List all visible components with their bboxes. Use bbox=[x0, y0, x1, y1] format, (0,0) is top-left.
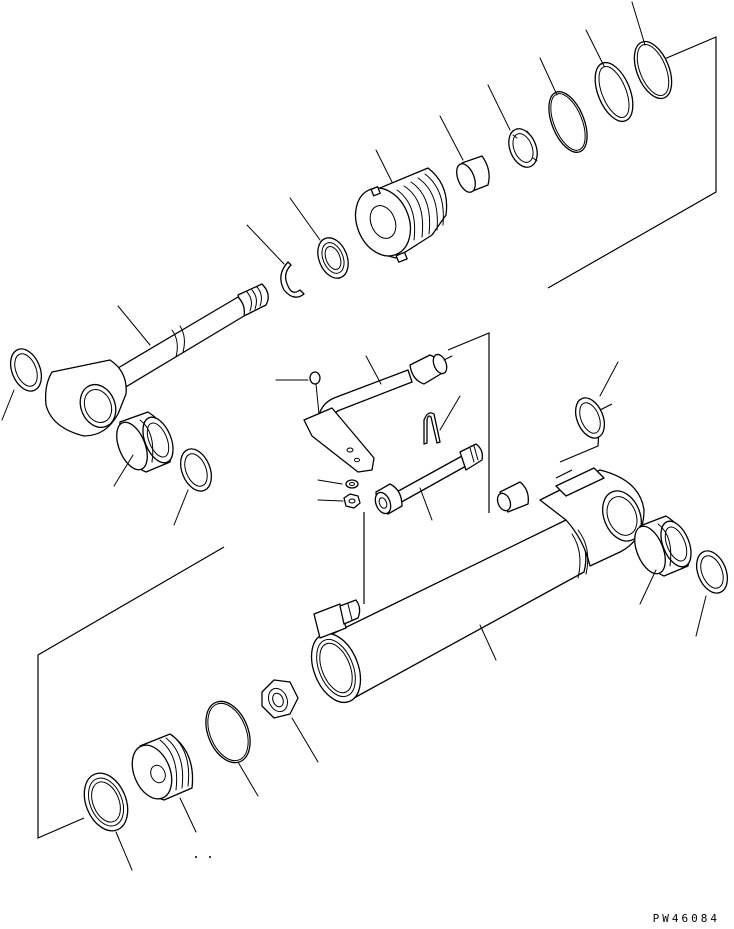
leader-snap-ring bbox=[247, 225, 284, 264]
piston-ring bbox=[541, 86, 595, 157]
rod-end-dust-seal bbox=[5, 344, 47, 395]
leader-piston-ring-backup bbox=[586, 30, 604, 66]
leader-piston-lower bbox=[180, 798, 196, 832]
leader-rod-end-dust-seal bbox=[2, 390, 14, 420]
rod-end-bushing bbox=[111, 412, 179, 474]
snap-ring bbox=[281, 262, 304, 297]
rod-end-seal bbox=[175, 444, 217, 495]
leader-rod-end-bushing bbox=[114, 455, 133, 486]
leader-dust-seal bbox=[290, 198, 320, 240]
piston-nut bbox=[262, 680, 298, 718]
leader-wear-ring bbox=[488, 85, 510, 130]
piston-seal-lower bbox=[197, 695, 258, 769]
cylinder-head bbox=[346, 168, 447, 264]
piping-group-frame bbox=[448, 333, 489, 513]
speck bbox=[209, 856, 211, 858]
leader-bottom-end-seal-lower bbox=[696, 596, 706, 636]
leader-cylinder-tube bbox=[480, 625, 496, 660]
speck bbox=[195, 856, 197, 858]
leader-bottom-end-bushing bbox=[640, 570, 656, 604]
cylinder-tube bbox=[302, 468, 648, 710]
leader-bottom-end-seal-upper bbox=[600, 362, 618, 396]
nut-small bbox=[344, 494, 360, 508]
u-clip bbox=[424, 413, 440, 444]
upper-group-frame bbox=[548, 37, 716, 288]
leader-piston-rod bbox=[118, 306, 150, 345]
o-ring-large bbox=[627, 36, 679, 104]
drawing-code: PW46084 bbox=[652, 912, 720, 925]
leader-piston-seal-lower bbox=[238, 762, 258, 796]
leader-wear-ring-lower bbox=[116, 832, 132, 870]
leader-u-clip bbox=[440, 396, 460, 430]
piston-ring-backup bbox=[588, 57, 641, 126]
bottom-end-seal-lower bbox=[691, 546, 733, 597]
leader-piston-ring bbox=[540, 58, 557, 95]
leader-piston-nut bbox=[292, 718, 318, 762]
piston-lower bbox=[125, 734, 193, 805]
tube-with-bracket bbox=[304, 352, 452, 472]
lower-group-frame bbox=[38, 547, 224, 838]
dust-seal bbox=[312, 233, 354, 282]
piston bbox=[453, 156, 489, 195]
wear-ring bbox=[503, 125, 542, 172]
leader-piston bbox=[440, 116, 463, 160]
piston-rod bbox=[46, 284, 269, 436]
wear-ring-lower bbox=[76, 767, 136, 838]
bottom-end-seal-upper bbox=[570, 394, 610, 443]
leader-rod-end-seal bbox=[174, 490, 188, 525]
leader-o-ring-large bbox=[632, 2, 645, 45]
flare-nut bbox=[372, 484, 402, 516]
leader-washer bbox=[318, 480, 342, 484]
leader-nut-small bbox=[318, 500, 343, 501]
washer bbox=[346, 480, 358, 488]
leader-cylinder-head bbox=[376, 150, 392, 182]
bolt bbox=[310, 372, 320, 414]
straight-tube bbox=[393, 444, 482, 504]
cylinder-group-frame-b bbox=[556, 470, 572, 478]
leader-tube-with-bracket bbox=[366, 356, 381, 384]
leader-straight-tube bbox=[420, 488, 432, 520]
bottom-end-bushing bbox=[629, 516, 697, 578]
